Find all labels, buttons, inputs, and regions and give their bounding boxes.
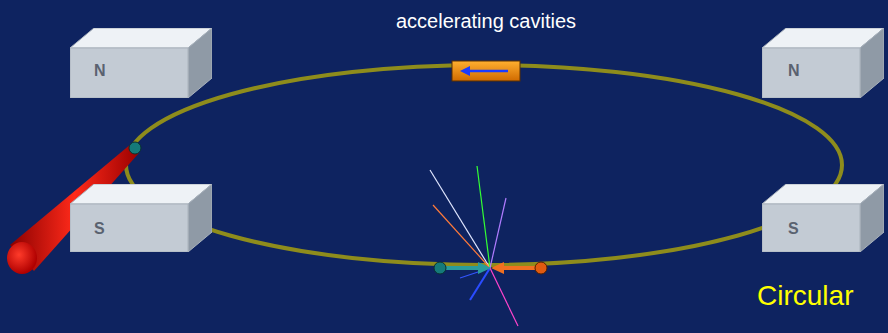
magnet-pole: S	[70, 184, 212, 252]
accelerating-cavity: accelerating cavities	[368, 6, 588, 86]
magnet-pole: S	[762, 184, 884, 252]
magnet-top	[70, 28, 212, 48]
arrow-head	[491, 262, 504, 274]
magnet-block	[70, 28, 212, 98]
pole-letter: S	[94, 220, 105, 238]
magnet-side	[860, 184, 884, 252]
magnet-front	[762, 204, 860, 252]
storage-ring	[126, 65, 842, 265]
cavity-body	[452, 61, 520, 81]
electron-dot	[129, 142, 141, 154]
magnet-front	[762, 48, 860, 98]
magnet-front	[70, 48, 188, 98]
magnet-side	[188, 184, 212, 252]
field-arrow-head	[460, 66, 470, 76]
magnet-pole: N	[762, 28, 884, 98]
magnet-block	[762, 28, 884, 98]
magnet-top	[70, 184, 212, 204]
beam-arrow	[442, 266, 480, 270]
magnet-side	[860, 28, 884, 98]
collision-tracks	[430, 166, 518, 326]
pole-letter: S	[788, 220, 799, 238]
pole-letter: N	[788, 62, 800, 80]
electron-dot	[434, 262, 446, 274]
pole-letter: N	[94, 62, 106, 80]
arrow-head	[478, 262, 491, 274]
beam-end	[7, 242, 37, 274]
accelerator-type: Circular	[757, 280, 853, 312]
magnet-pole: N	[70, 28, 212, 98]
magnet-front	[70, 204, 188, 252]
magnet-block	[70, 184, 212, 252]
beam-arrow	[502, 266, 539, 270]
cavity-label: accelerating cavities	[396, 10, 576, 33]
magnet-side	[188, 28, 212, 98]
field-arrow	[468, 70, 508, 73]
positron-dot	[535, 262, 547, 274]
magnet-block	[762, 184, 884, 252]
